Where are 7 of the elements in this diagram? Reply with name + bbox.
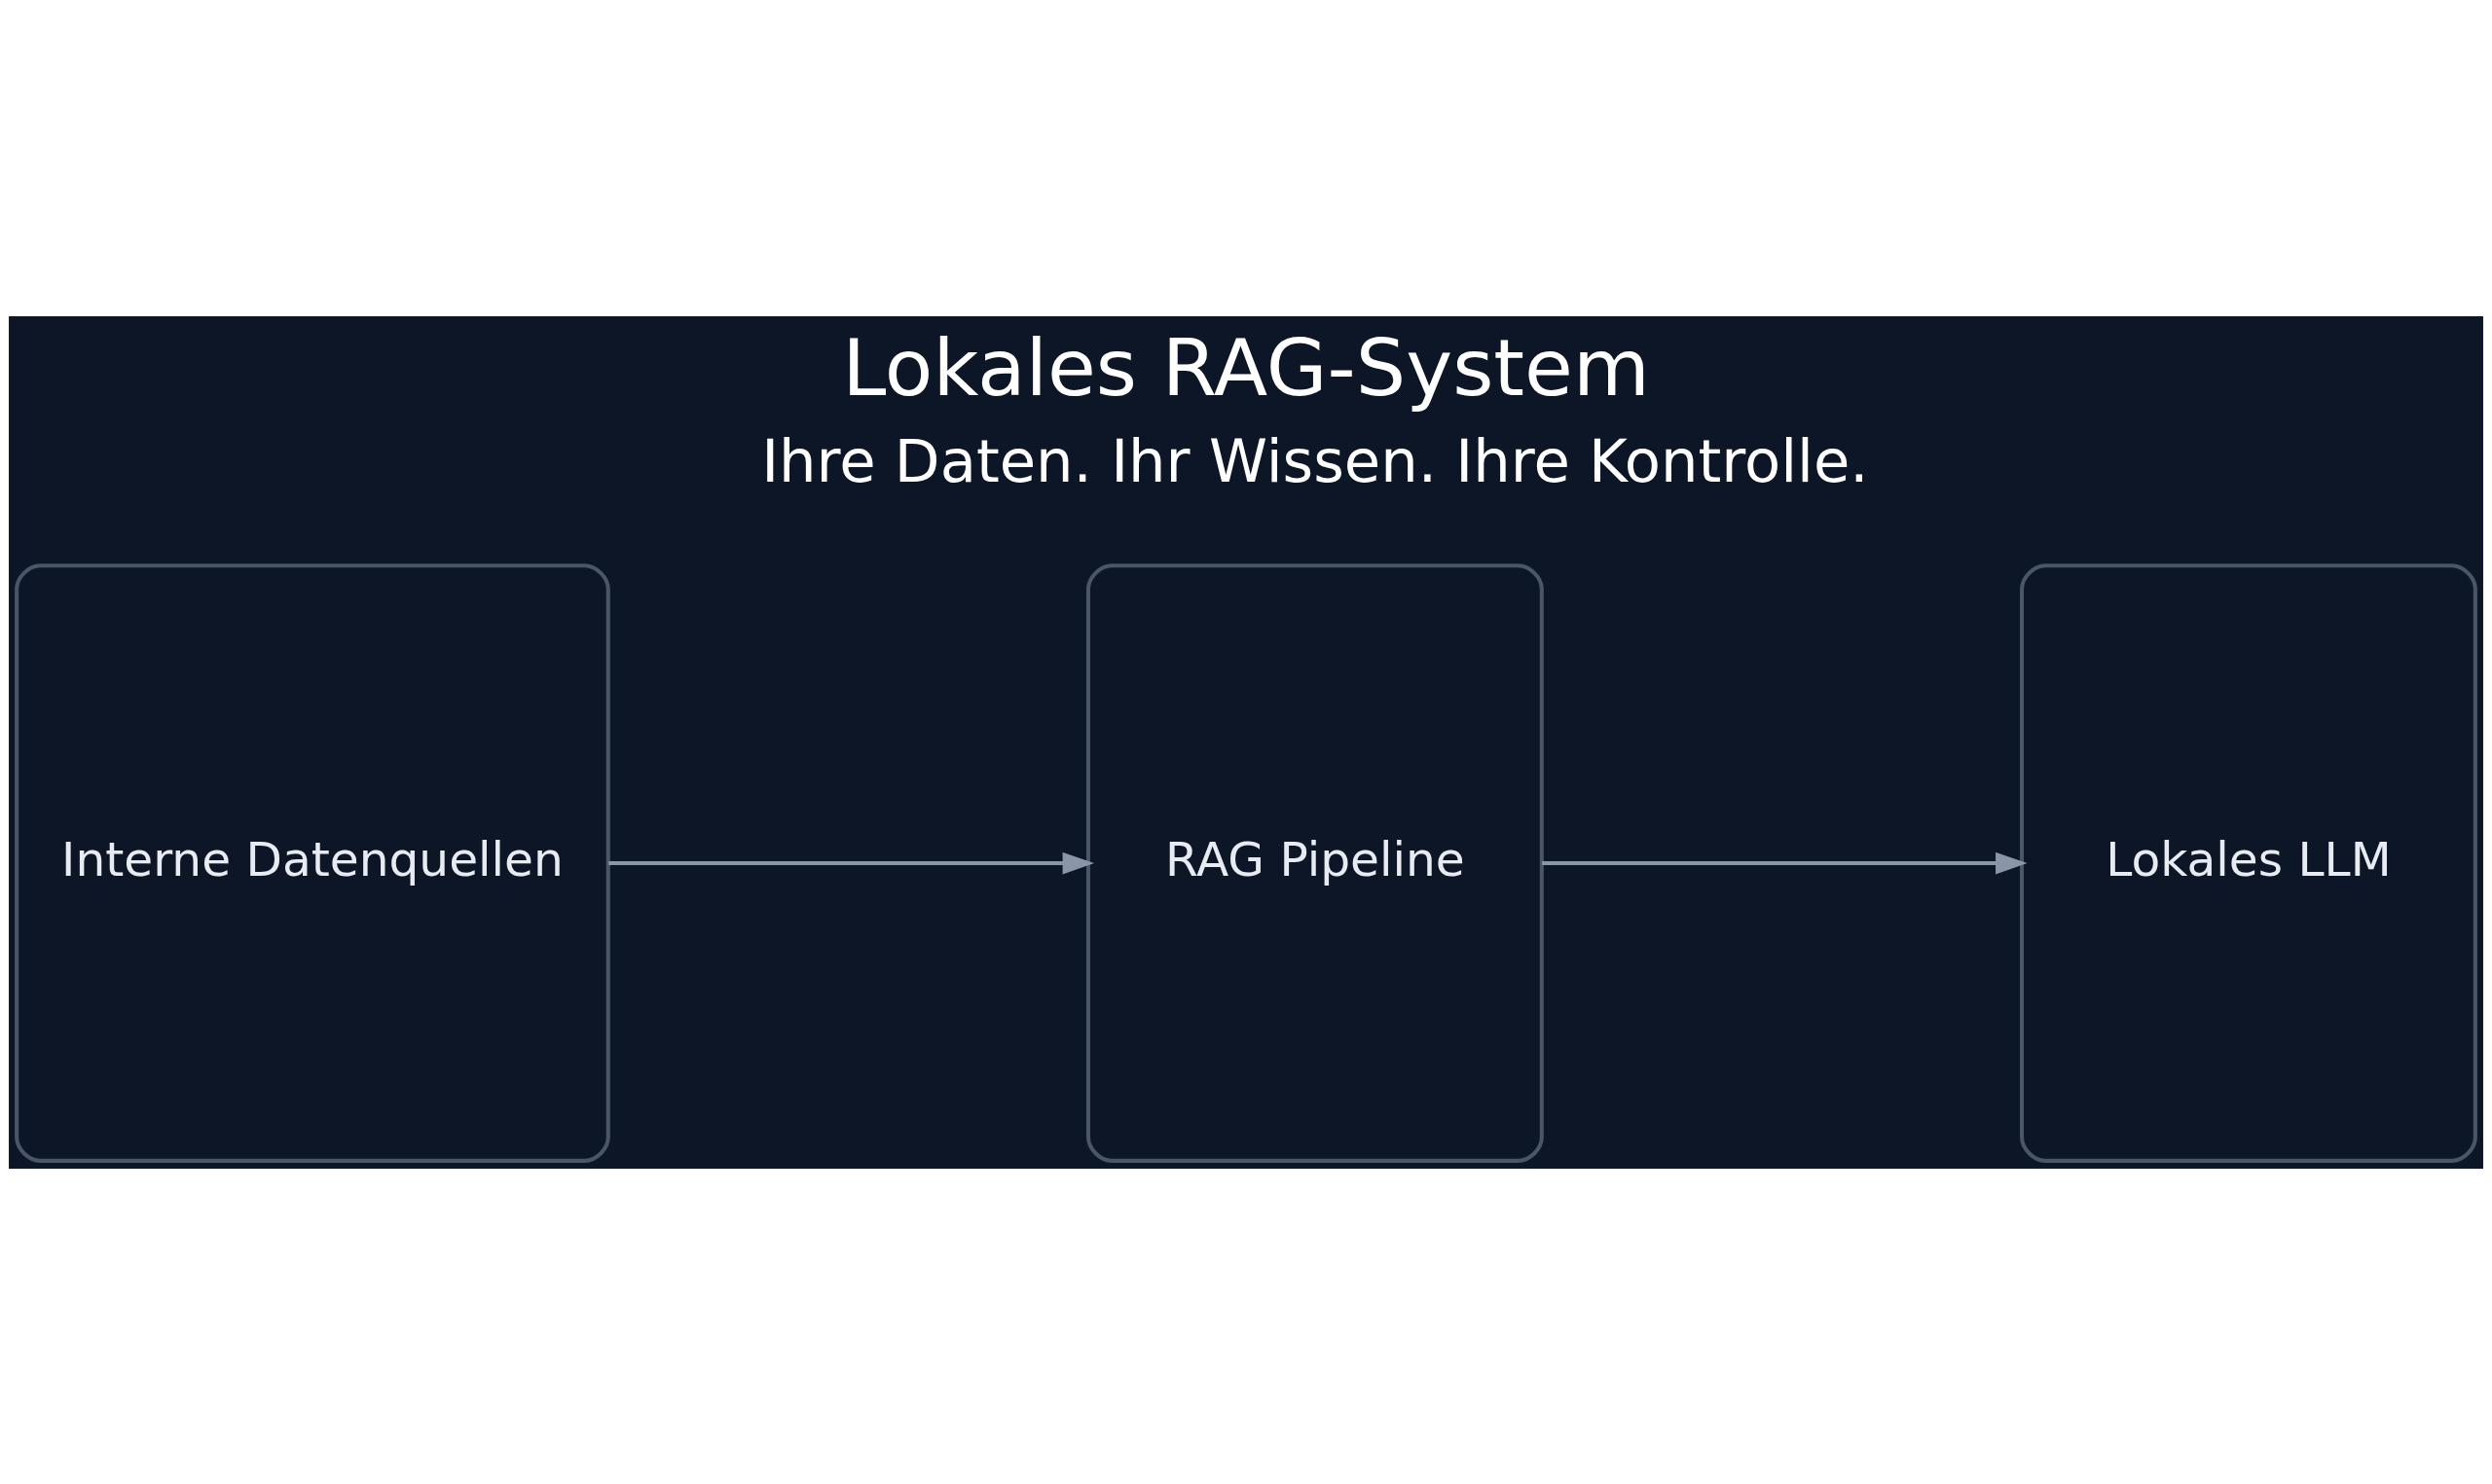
arrow (608, 851, 1095, 874)
node-box: RAG Pipeline (1085, 562, 1544, 1163)
node-box: Interne Datenquellen (15, 562, 610, 1163)
diagram-title: Lokales RAG-System (842, 321, 1650, 414)
label: Ihre Daten. Ihr Wissen. Ihre Kontrolle. (761, 426, 1869, 495)
node-box: Lokales LLM (2020, 562, 2477, 1163)
arrow (1542, 851, 2028, 874)
